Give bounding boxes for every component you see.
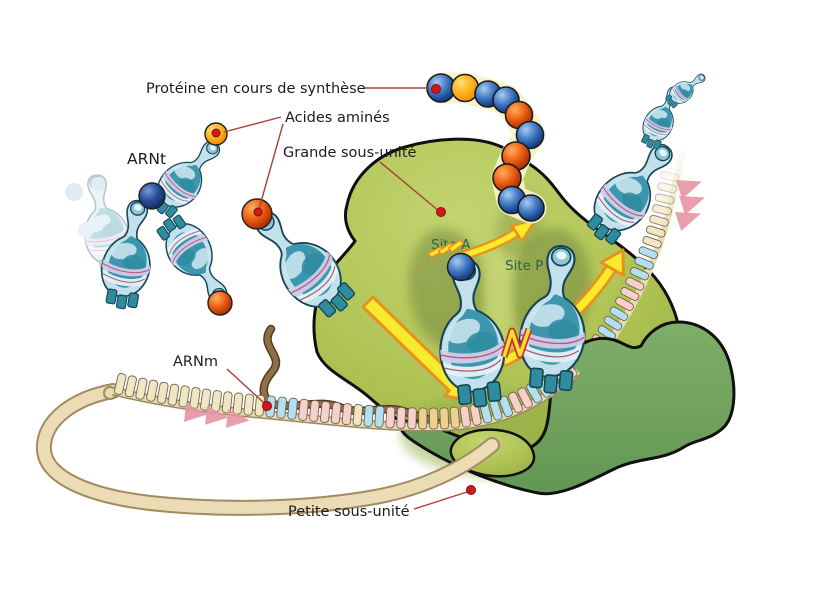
leader-dot-grande: [436, 207, 446, 217]
amino-acid-at-site-a: [446, 252, 476, 282]
direction-arrowheads-left: [184, 403, 250, 428]
leader-acides-1: [223, 116, 282, 133]
amino-acid-on-trna-left-bottom: [207, 290, 233, 316]
mrna-codon: [625, 277, 645, 291]
mrna-codon: [609, 306, 629, 321]
mrna-codon: [124, 375, 137, 398]
mrna-codon: [287, 397, 298, 420]
mrna-codon: [645, 225, 666, 238]
protein-bead-2-orange_yellow: [450, 73, 480, 103]
label-proteine: Protéine en cours de synthèse: [146, 81, 366, 97]
mrna-codon: [221, 391, 233, 414]
mrna-codon: [407, 407, 417, 430]
direction-arrowhead: [679, 196, 705, 215]
leader-dot-acides-2: [253, 207, 263, 217]
mrna-codon: [135, 377, 148, 400]
mrna-codon: [352, 404, 363, 427]
mrna-codon: [459, 405, 471, 428]
direction-arrowhead: [676, 180, 702, 199]
protein-bead-10-blue: [517, 194, 545, 222]
mrna-codon: [615, 296, 634, 312]
mrna-codon: [659, 170, 680, 182]
mrna-codon: [156, 381, 169, 404]
mrna-loop: [36, 383, 500, 516]
label-arnt: ARNt: [127, 150, 166, 168]
direction-arrowhead: [184, 403, 208, 422]
mrna-codon: [603, 315, 623, 331]
leader-dot-acides-1: [211, 128, 221, 138]
leader-petite: [413, 491, 468, 510]
leader-dot-petite: [466, 485, 476, 495]
protein-bead-6-blue: [515, 120, 545, 150]
mrna-codon: [649, 214, 669, 227]
leader-grande: [379, 161, 440, 212]
ghost-trna: [65, 170, 138, 279]
mrna-codon: [232, 392, 244, 415]
mrna-codon: [620, 286, 640, 301]
mrna-codon: [517, 387, 533, 409]
protein-chain: [425, 72, 547, 224]
amino-acid-balls: [138, 122, 476, 316]
mrna-codon: [146, 379, 159, 402]
mrna-codon: [276, 396, 287, 419]
mrna-codon: [178, 385, 190, 408]
mrna-codon: [396, 406, 407, 429]
label-arnm: ARNm: [173, 354, 218, 370]
mrna-codon: [363, 404, 374, 427]
direction-arrowheads-top-right: [675, 180, 705, 231]
mrna-codon: [418, 407, 428, 430]
mrna-codon: [319, 401, 331, 424]
direction-arrowhead: [226, 409, 250, 428]
peptide-bond-zigzag: [500, 327, 533, 359]
mrna-codon: [429, 407, 439, 430]
mrna-codon: [200, 388, 212, 411]
arrow-peptide-transfer: [427, 217, 538, 261]
leader-dot-proteine: [431, 84, 441, 94]
mrna-codon: [642, 235, 662, 249]
mrna-codon: [449, 406, 461, 429]
label-acides-amines: Acides aminés: [285, 110, 390, 126]
mrna-codon: [638, 246, 658, 260]
mrna-codon: [498, 395, 513, 418]
mrna-codon: [597, 325, 617, 341]
exiting-trnas: [575, 66, 711, 253]
mrna-codon: [657, 182, 677, 194]
mrna-codon: [652, 204, 672, 216]
labels-layer: Protéine en cours de synthèse Acides ami…: [127, 81, 476, 520]
mrna-codon: [374, 405, 385, 428]
leader-acides-2: [258, 123, 284, 210]
mrna-codon: [167, 383, 180, 406]
mrna-codon: [634, 256, 654, 270]
mrna-codon: [439, 407, 450, 430]
mrna-codon: [385, 406, 396, 429]
mrna-codon: [341, 403, 353, 426]
mrna-codon: [114, 373, 127, 395]
site-p-label: Site P: [505, 258, 543, 274]
amino-acid-on-trna-left-middle: [138, 182, 166, 210]
mrna-codon: [629, 266, 650, 281]
leader-dot-arnm: [262, 401, 272, 411]
mrna-codon: [330, 402, 342, 425]
leader-arnm: [226, 368, 265, 404]
label-petite-sous-unite: Petite sous-unité: [288, 504, 410, 520]
mrna-codon: [298, 398, 309, 421]
direction-arrowhead: [205, 406, 229, 425]
mrna-codon: [309, 399, 320, 422]
mrna-codon: [654, 193, 675, 205]
label-grande-sous-unite: Grande sous-unité: [283, 145, 417, 161]
direction-arrowhead: [675, 212, 701, 231]
mrna-codon: [243, 393, 255, 416]
mrna-codon: [508, 391, 523, 414]
